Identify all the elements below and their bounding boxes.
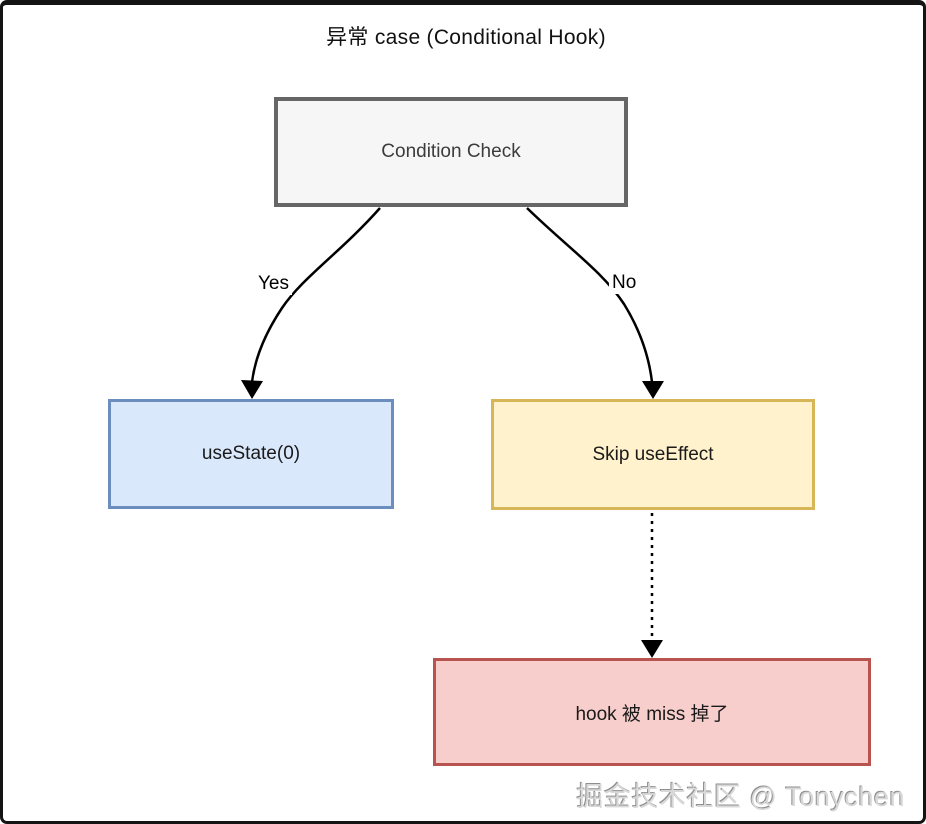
node-usestate: useState(0) (108, 399, 394, 509)
node-usestate-label: useState(0) (201, 443, 301, 464)
edge-no-arrowhead-icon (642, 381, 664, 399)
edge-no-line (526, 207, 654, 383)
edge-yes-arrowhead-icon (241, 380, 263, 399)
edge-label-yes: Yes (255, 273, 292, 295)
diagram-title: 异常 case (Conditional Hook) (326, 26, 606, 49)
watermark-text: 掘金技术社区 @ Tonychen (576, 782, 905, 812)
node-hook-missed: hook 被 miss 掉了 (433, 658, 871, 766)
node-skip-useeffect-label: Skip useEffect (592, 443, 714, 465)
edge-yes-line (250, 207, 381, 383)
node-condition-check-label: Condition Check (381, 141, 521, 162)
node-condition-check: Condition Check (274, 97, 628, 207)
edge-label-no: No (609, 272, 640, 294)
node-hook-missed-label: hook 被 miss 掉了 (575, 703, 729, 725)
edge-missed-arrowhead-icon (641, 640, 663, 658)
node-skip-useeffect: Skip useEffect (491, 399, 815, 510)
